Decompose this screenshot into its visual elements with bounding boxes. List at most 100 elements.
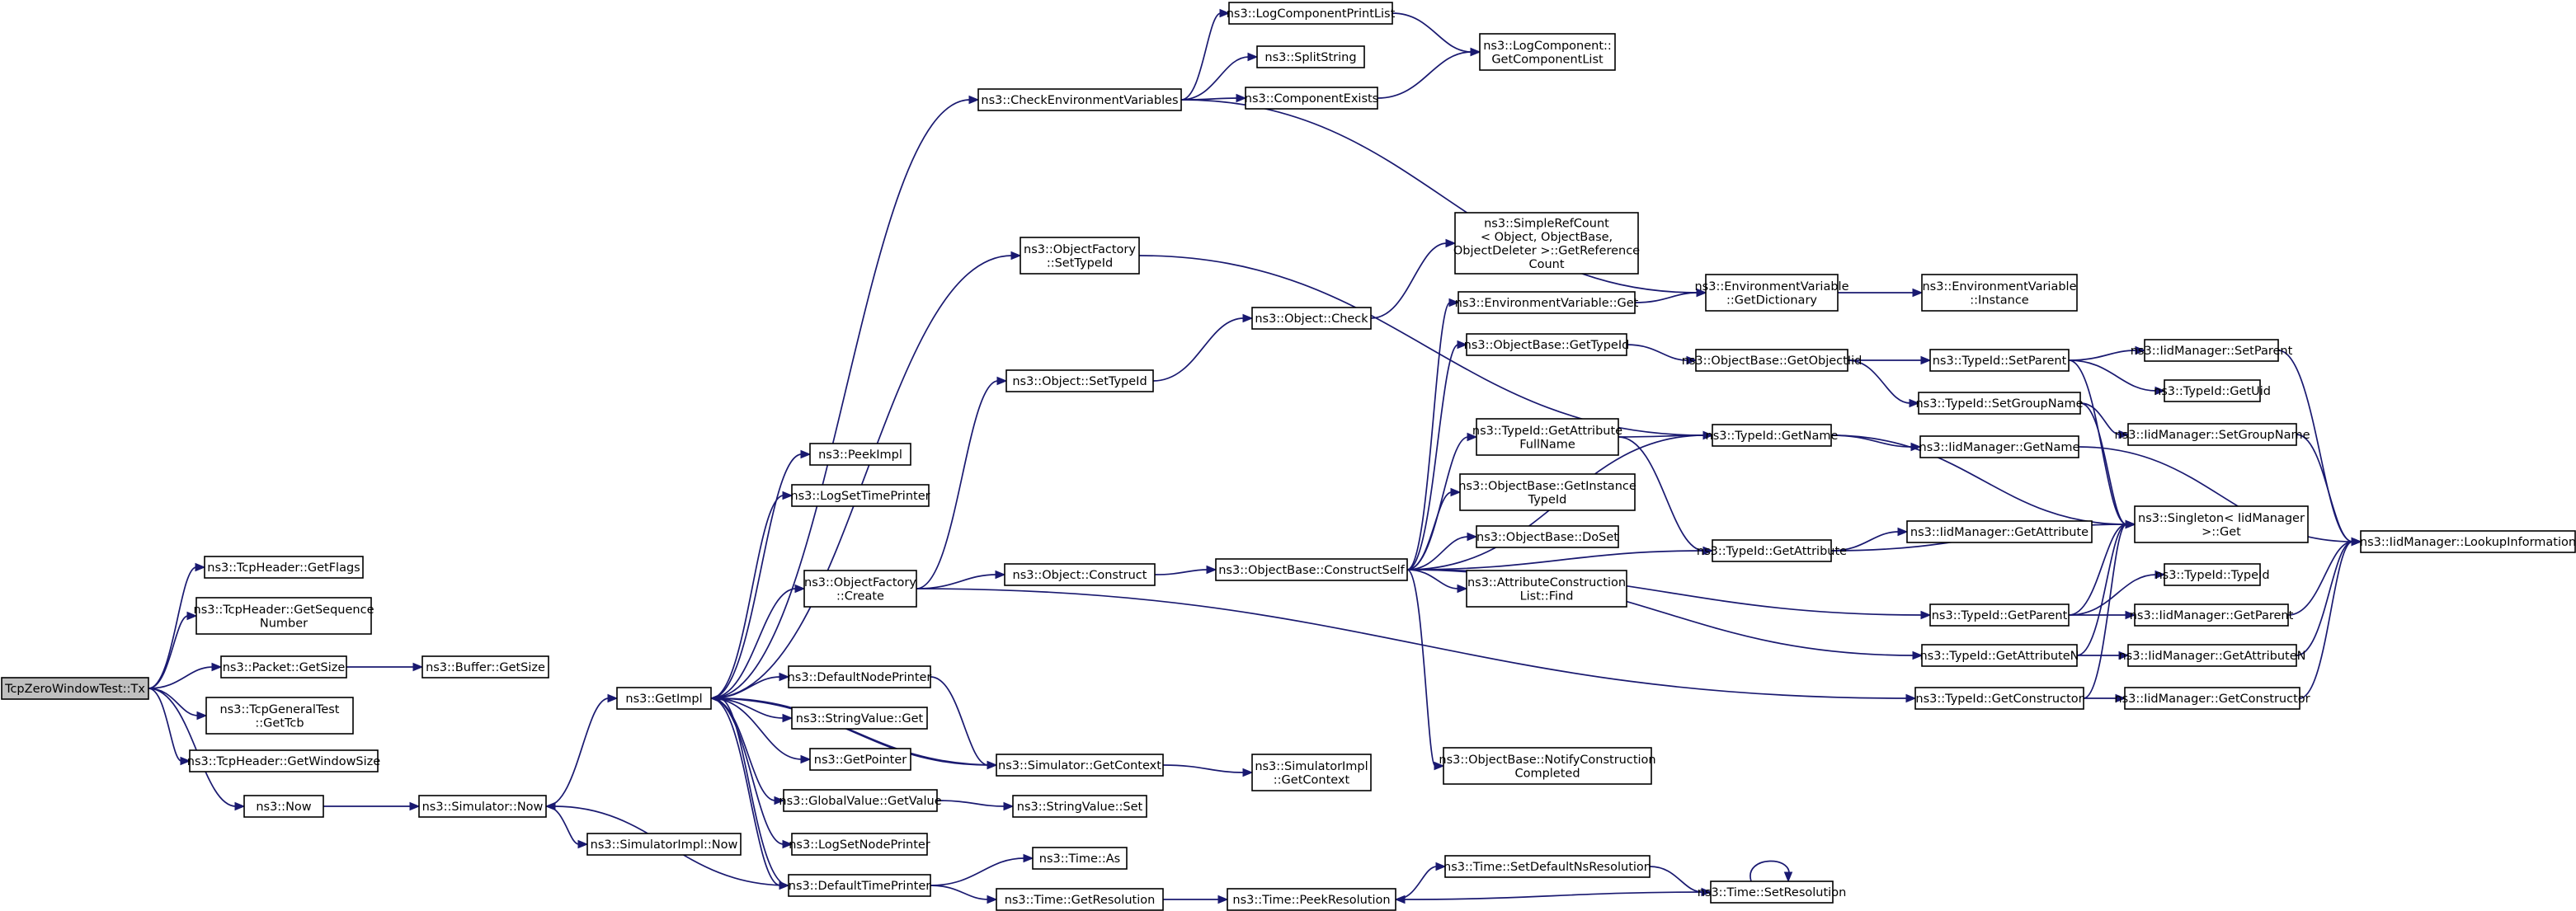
- node-iidsetparent[interactable]: ns3::IidManager::SetParent: [2131, 339, 2293, 362]
- node-timesetres[interactable]: ns3::Time::SetResolution: [1698, 880, 1847, 904]
- node-winsize[interactable]: ns3::TcpHeader::GetWindowSize: [187, 749, 380, 772]
- node-logsettime[interactable]: ns3::LogSetTimePrinter: [790, 484, 930, 507]
- edge-typeidgetattrfull-to-typeidgetattr: [1618, 436, 1714, 556]
- edge-line: [148, 666, 214, 689]
- node-getflags[interactable]: ns3::TcpHeader::GetFlags: [204, 556, 364, 579]
- edge-typeidgetparent-to-iidgetparent: [2069, 610, 2136, 620]
- node-timegetres[interactable]: ns3::Time::GetResolution: [996, 888, 1164, 911]
- edge-arrowhead: [774, 796, 785, 805]
- edge-timesetres-to-timepeekres: [1394, 891, 1712, 904]
- node-gettcb[interactable]: ns3::TcpGeneralTest::GetTcb: [205, 697, 354, 735]
- node-iidlookup[interactable]: ns3::IidManager::LookupInformation: [2360, 530, 2576, 553]
- node-singletonget[interactable]: ns3::Singleton< IidManager>::Get: [2134, 505, 2309, 543]
- node-iidsetgroup[interactable]: ns3::IidManager::SetGroupName: [2114, 423, 2310, 446]
- node-objconstruct[interactable]: ns3::Object::Construct: [1004, 563, 1156, 586]
- node-objsettypeid[interactable]: ns3::Object::SetTypeId: [1005, 369, 1154, 392]
- node-label-line: ns3::TypeId::GetAttributeN: [1919, 650, 2079, 663]
- edge-line: [930, 885, 989, 900]
- edge-getimpl-to-peekimpl: [710, 449, 812, 699]
- edge-arrowhead: [1206, 565, 1217, 575]
- edge-objconstruct-to-constructself: [1154, 565, 1217, 575]
- node-label-line: ns3::Object::Check: [1255, 312, 1368, 326]
- node-deftimeprinter[interactable]: ns3::DefaultTimePrinter: [788, 874, 931, 897]
- node-objbasegetobjiid[interactable]: ns3::ObjectBase::GetObjectIid: [1682, 349, 1863, 372]
- node-envvarget[interactable]: ns3::EnvironmentVariable::Get: [1455, 291, 1639, 314]
- node-simnow[interactable]: ns3::Simulator::Now: [418, 795, 547, 818]
- node-typeidtypeid[interactable]: ns3::TypeId::TypeId: [2155, 563, 2270, 586]
- node-simgetctx[interactable]: ns3::Simulator::GetContext: [996, 754, 1164, 777]
- node-label-line: ns3::TypeId::GetConstructor: [1915, 693, 2083, 706]
- node-iidgetname[interactable]: ns3::IidManager::GetName: [1919, 435, 2080, 458]
- node-iidgetattrn[interactable]: ns3::IidManager::GetAttributeN: [2118, 644, 2306, 667]
- node-typeidgetname[interactable]: ns3::TypeId::GetName: [1706, 424, 1839, 447]
- node-objcheck[interactable]: ns3::Object::Check: [1251, 307, 1372, 330]
- node-timeas[interactable]: ns3::Time::As: [1032, 847, 1128, 870]
- node-defnodeprinter[interactable]: ns3::DefaultNodePrinter: [788, 665, 932, 688]
- node-typeidsetgroup[interactable]: ns3::TypeId::SetGroupName: [1915, 392, 2084, 415]
- node-now[interactable]: ns3::Now: [243, 795, 324, 818]
- node-typeidgetattrn[interactable]: ns3::TypeId::GetAttributeN: [1919, 644, 2079, 667]
- edge-objbasegetobjiid-to-typeidsetgroup: [1847, 359, 1920, 408]
- edge-simnow-to-simimplnow: [545, 805, 589, 849]
- node-logcompprint[interactable]: ns3::LogComponentPrintList: [1227, 2, 1396, 25]
- node-root[interactable]: TcpZeroWindowTest::Tx: [1, 677, 149, 700]
- node-strvalset[interactable]: ns3::StringValue::Set: [1012, 795, 1147, 818]
- node-typeidgetattr[interactable]: ns3::TypeId::GetAttribute: [1697, 539, 1847, 562]
- node-strvalget[interactable]: ns3::StringValue::Get: [791, 707, 928, 730]
- edge-objbasegetobjiid-to-typeidsetparent: [1848, 355, 1932, 365]
- node-pktsize[interactable]: ns3::Packet::GetSize: [220, 655, 347, 679]
- edge-arrowhead: [1457, 584, 1468, 594]
- edge-arrowhead: [779, 672, 790, 682]
- node-bufsize[interactable]: ns3::Buffer::GetSize: [421, 655, 549, 679]
- node-timesetdefns[interactable]: ns3::Time::SetDefaultNsResolution: [1443, 855, 1651, 878]
- node-timepeekres[interactable]: ns3::Time::PeekResolution: [1227, 888, 1396, 911]
- edge-arrowhead: [782, 491, 794, 500]
- node-splitstring[interactable]: ns3::SplitString: [1256, 45, 1365, 68]
- node-simplerefcount[interactable]: ns3::SimpleRefCount< Object, ObjectBase,…: [1453, 212, 1640, 275]
- node-checkenv[interactable]: ns3::CheckEnvironmentVariables: [977, 88, 1182, 111]
- node-simimplnow[interactable]: ns3::SimulatorImpl::Now: [586, 833, 742, 856]
- node-label-line: Number: [260, 617, 308, 630]
- node-compexists[interactable]: ns3::ComponentExists: [1245, 87, 1379, 110]
- node-iidgetattr[interactable]: ns3::IidManager::GetAttribute: [1906, 520, 2093, 543]
- node-box: [1479, 33, 1616, 71]
- node-box: [2124, 687, 2301, 710]
- edge-arrowhead: [1897, 527, 1909, 537]
- node-envvargetdict[interactable]: ns3::EnvironmentVariable::GetDictionary: [1694, 274, 1849, 312]
- node-iidgetparent[interactable]: ns3::IidManager::GetParent: [2130, 603, 2294, 627]
- edge-simgetctx-to-getimpl: [709, 693, 997, 766]
- node-typeidgetctor[interactable]: ns3::TypeId::GetConstructor: [1914, 687, 2084, 710]
- node-label-line: ns3::SimpleRefCount: [1484, 217, 1609, 230]
- node-label-line: ns3::Simulator::GetContext: [998, 759, 1161, 772]
- node-gvgetvalue[interactable]: ns3::GlobalValue::GetValue: [779, 789, 942, 812]
- node-logcompgetlist[interactable]: ns3::LogComponent::GetComponentList: [1479, 33, 1616, 71]
- node-logsetnode[interactable]: ns3::LogSetNodePrinter: [789, 833, 930, 856]
- node-label-line: ns3::ObjectBase::GetInstance: [1458, 480, 1636, 493]
- edge-checkenv-to-logcompprint: [1180, 8, 1231, 101]
- node-typeidgetuid[interactable]: ns3::TypeId::GetUid: [2154, 379, 2271, 402]
- node-label-line: ns3::ObjectBase::ConstructSelf: [1218, 564, 1405, 577]
- node-iidgetctor[interactable]: ns3::IidManager::GetConstructor: [2114, 687, 2310, 710]
- node-typeidsetparent[interactable]: ns3::TypeId::SetParent: [1929, 349, 2070, 372]
- node-peekimpl[interactable]: ns3::PeekImpl: [809, 443, 911, 466]
- edge-arrowhead: [1467, 432, 1478, 442]
- node-objbasedoset[interactable]: ns3::ObjectBase::DoSet: [1476, 525, 1619, 548]
- node-constructself[interactable]: ns3::ObjectBase::ConstructSelf: [1215, 558, 1408, 581]
- node-objbasegettypeid[interactable]: ns3::ObjectBase::GetTypeId: [1464, 333, 1630, 356]
- node-simimplgetctx[interactable]: ns3::SimulatorImpl::GetContext: [1251, 754, 1372, 791]
- node-box: [1227, 888, 1396, 911]
- node-objfsettypeid[interactable]: ns3::ObjectFactory::SetTypeId: [1020, 237, 1140, 275]
- edge-getimpl-to-logsettime: [710, 491, 794, 699]
- edge-typeidgetname-to-iidgetname: [1830, 434, 1922, 452]
- node-typeidgetparent[interactable]: ns3::TypeId::GetParent: [1929, 603, 2070, 627]
- node-notifyconstr[interactable]: ns3::ObjectBase::NotifyConstructionCompl…: [1439, 747, 1656, 785]
- edge-constructself-to-objbasegettypeid: [1406, 340, 1468, 571]
- node-getpointer[interactable]: ns3::GetPointer: [809, 748, 911, 771]
- node-objfcreate[interactable]: ns3::ObjectFactory::Create: [803, 570, 917, 608]
- node-envvarinstance[interactable]: ns3::EnvironmentVariable::Instance: [1921, 274, 2078, 312]
- node-getimpl[interactable]: ns3::GetImpl: [616, 687, 712, 710]
